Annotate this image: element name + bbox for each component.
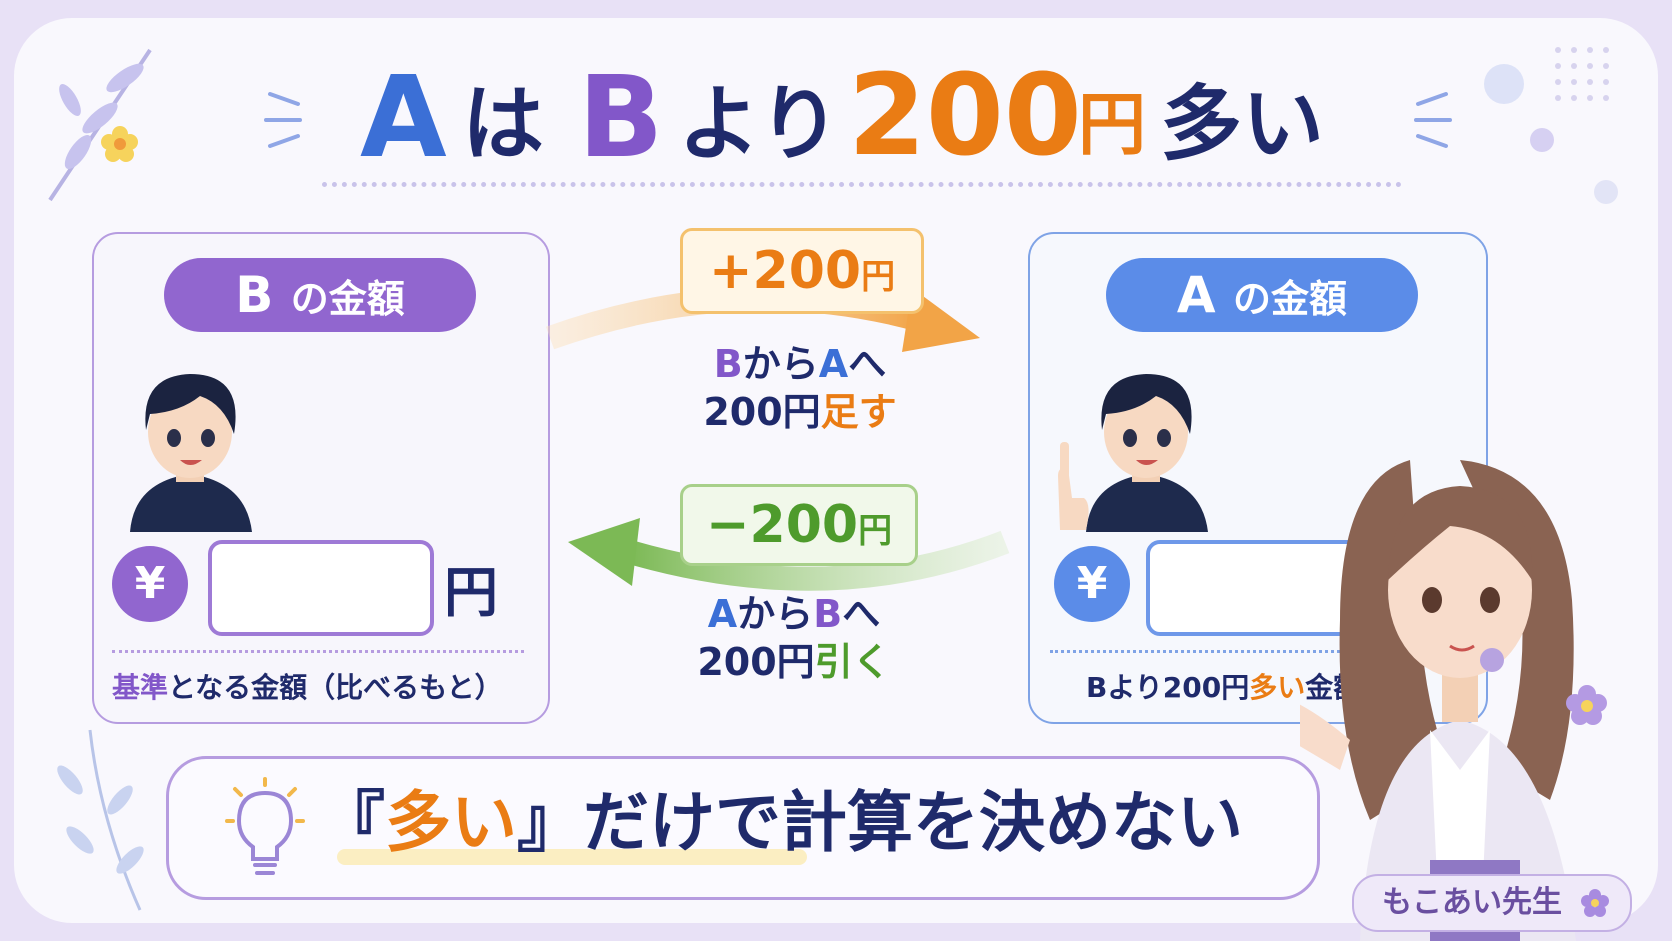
title-a: A — [360, 53, 447, 183]
title-ooi: 多い — [1160, 77, 1325, 172]
leaf-branch-decoration — [57, 729, 144, 911]
bwd-he: へ — [842, 592, 881, 636]
bwd-a: A — [707, 592, 738, 636]
title-yen: 円 — [1078, 86, 1147, 165]
backward-arrowhead — [568, 518, 640, 586]
fwd-a: A — [818, 342, 849, 386]
a-amount-input[interactable] — [1146, 540, 1372, 636]
title-b: B — [578, 53, 664, 183]
panel-b-caption: 基準となる金額（比べるもと） — [112, 666, 503, 706]
panel-b-pill: B の金額 — [164, 258, 476, 332]
plus-yen: 円 — [861, 257, 896, 297]
caption-pre: Bより200円 — [1086, 671, 1250, 704]
b-unit-label: 円 — [444, 561, 498, 624]
title-divider — [322, 182, 1402, 187]
teacher-illustration — [1300, 460, 1576, 941]
flower-icon — [1581, 889, 1609, 917]
minus-yen: 円 — [858, 511, 893, 551]
dots-decoration — [1484, 47, 1618, 204]
fwd-b: B — [713, 342, 743, 386]
bottom-highlight: 多い — [385, 784, 517, 861]
yen-icon: ¥ — [112, 546, 188, 622]
page-title: A は B より 200 円 多い — [360, 51, 1360, 183]
pill-letter: B — [235, 266, 274, 324]
pill-label: の金額 — [1233, 277, 1348, 321]
panel-a-divider — [1050, 650, 1454, 653]
fwd-kara: から — [742, 342, 819, 386]
bwd-amount: 200円 — [697, 640, 815, 684]
title-amount: 200 — [848, 51, 1082, 181]
bottom-message: 『多い』だけで計算を決めない — [319, 783, 1243, 863]
plus-200-badge: +200円 — [680, 228, 924, 314]
flower-icon — [101, 126, 138, 162]
yen-icon: ¥ — [1054, 546, 1130, 622]
bwd-b: B — [813, 592, 843, 636]
pill-letter: A — [1176, 266, 1216, 324]
minus-amount: −200 — [705, 495, 859, 555]
sparkle-lines-right — [1414, 92, 1452, 148]
panel-a-amount: A の金額 ¥ 円 Bより200円多い金額 — [1028, 232, 1488, 724]
bracket-open: 『 — [319, 784, 385, 861]
caption-rest: となる金額（比べるもと） — [168, 671, 503, 704]
boy-pointing-illustration — [1058, 374, 1208, 532]
teacher-name: もこあい先生 — [1382, 885, 1562, 920]
backward-arrow-icon — [626, 530, 1010, 591]
title-yori: より — [678, 77, 841, 172]
caption-highlight: 基準 — [112, 671, 169, 704]
minus-200-badge: −200円 — [680, 484, 918, 566]
bottom-rest: だけで計算を決めない — [583, 784, 1243, 861]
forward-explanation: BからAへ 200円足す — [620, 340, 980, 436]
panel-b-divider — [112, 650, 524, 653]
bottom-message-box: 『多い』だけで計算を決めない — [166, 756, 1320, 900]
bracket-close: 』 — [517, 784, 583, 861]
teacher-name-tag: もこあい先生 — [1352, 874, 1632, 932]
title-particle-ha: は — [462, 77, 545, 172]
panel-b-amount: B の金額 ¥ 円 基準となる金額（比べるもと） — [92, 232, 550, 724]
plus-amount: +200 — [708, 241, 862, 301]
flower-brooch-icon — [1566, 685, 1607, 725]
fwd-he: へ — [848, 342, 887, 386]
backward-explanation: AからBへ 200円引く — [614, 590, 974, 686]
bwd-kara: から — [737, 592, 814, 636]
b-amount-input[interactable] — [208, 540, 434, 636]
fwd-verb: 足す — [820, 390, 897, 434]
bwd-verb: 引く — [814, 640, 891, 684]
caption-highlight: 多い — [1249, 671, 1306, 704]
fwd-amount: 200円 — [703, 390, 821, 434]
lightbulb-icon — [225, 777, 305, 875]
sparkle-lines-left — [264, 92, 302, 148]
leaf-branch-decoration — [48, 48, 152, 202]
highlight-bar — [337, 849, 807, 865]
panel-a-pill: A の金額 — [1106, 258, 1418, 332]
boy-illustration — [130, 374, 252, 532]
pill-label: の金額 — [290, 277, 405, 321]
